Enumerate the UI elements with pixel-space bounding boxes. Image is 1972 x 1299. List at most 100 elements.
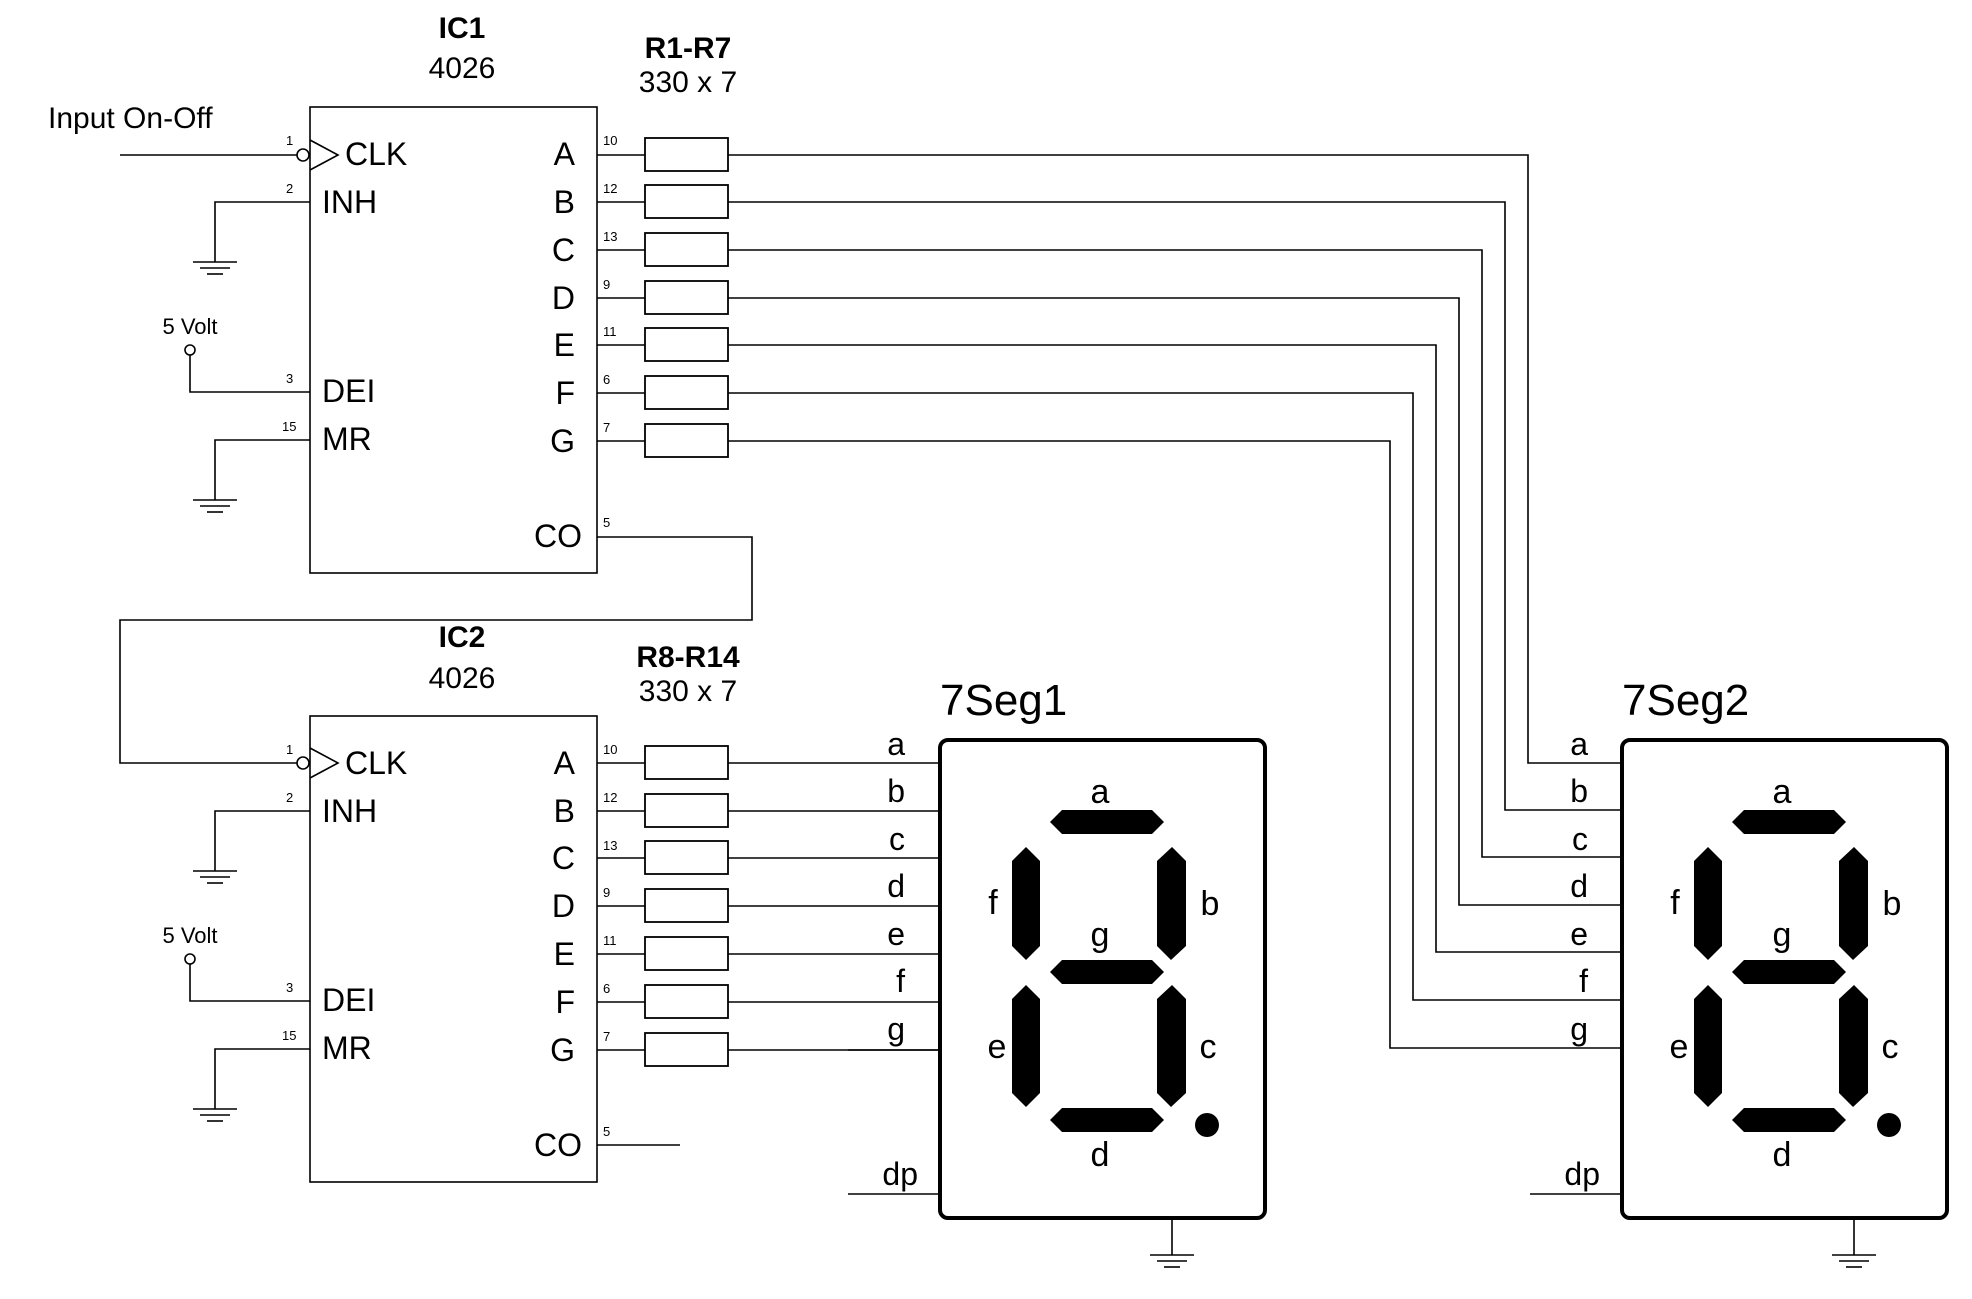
ic2-output-wires bbox=[597, 762, 940, 1146]
7seg2-segment-g bbox=[1732, 960, 1846, 984]
7seg2-label-d: d bbox=[1773, 1136, 1792, 1174]
7seg1-segment-g bbox=[1050, 960, 1164, 984]
ic1-pin11-num: 11 bbox=[603, 324, 617, 339]
ic1-clock-triangle bbox=[309, 139, 340, 171]
display-7seg1: 7Seg1 a b c d e f g dp a b c d e f g bbox=[848, 676, 1267, 1268]
7seg2-pin-f: f bbox=[1579, 963, 1588, 999]
7seg2-pin-dp: dp bbox=[1564, 1156, 1600, 1192]
7seg1-pin-dp: dp bbox=[882, 1156, 918, 1192]
ic2-part: 4026 bbox=[429, 662, 496, 695]
ic2-pin6-num: 6 bbox=[603, 981, 610, 996]
7seg1-label-c: c bbox=[1200, 1028, 1217, 1066]
ic2-pin-a-label: A bbox=[554, 745, 576, 781]
resistor-r9 bbox=[644, 793, 729, 828]
ground-icon bbox=[1150, 1254, 1194, 1268]
7seg1-pin-c: c bbox=[889, 821, 905, 857]
ic1-pin3-num: 3 bbox=[286, 371, 293, 386]
7seg2-segment-d bbox=[1732, 1108, 1846, 1132]
resistor-r3 bbox=[644, 232, 729, 267]
ic2-pin-dei-label: DEI bbox=[322, 982, 375, 1018]
7seg1-name: 7Seg1 bbox=[940, 676, 1067, 725]
ic1-pin15-num: 15 bbox=[282, 419, 296, 434]
ic1-resistor-name: R1-R7 bbox=[645, 32, 732, 65]
7seg1-label-d: d bbox=[1091, 1136, 1110, 1174]
ic2-resistor-bank bbox=[644, 745, 729, 1067]
ic1-resistor-value: 330 x 7 bbox=[639, 66, 737, 99]
ic2-resistor-value: 330 x 7 bbox=[639, 675, 737, 708]
7seg1-segment-f bbox=[1012, 847, 1040, 960]
ic2-pin12-num: 12 bbox=[603, 790, 617, 805]
ground-icon bbox=[193, 870, 237, 884]
ic2-mr-wire bbox=[214, 1048, 310, 1109]
ic1-pin-c-label: C bbox=[552, 232, 575, 268]
7seg1-segment-a bbox=[1050, 810, 1164, 834]
ic2-pin-e-label: E bbox=[554, 936, 575, 972]
resistor-r13 bbox=[644, 984, 729, 1019]
ic2-pin1-num: 1 bbox=[286, 742, 293, 757]
7seg2-segment-e bbox=[1694, 985, 1722, 1107]
ic1-inh-wire bbox=[214, 201, 310, 262]
ic2-pin-d-label: D bbox=[552, 888, 575, 924]
7seg2-name: 7Seg2 bbox=[1622, 676, 1749, 725]
ic2-name: IC2 bbox=[439, 621, 486, 654]
ic1-pin6-num: 6 bbox=[603, 372, 610, 387]
7seg2-segment-b bbox=[1839, 847, 1868, 960]
ic1-dei-wire bbox=[189, 355, 310, 393]
ic2-pin7-num: 7 bbox=[603, 1029, 610, 1044]
ic2-supply-label: 5 Volt bbox=[162, 923, 217, 948]
ic1-pin2-num: 2 bbox=[286, 181, 293, 196]
7seg2-label-g: g bbox=[1773, 916, 1792, 954]
7seg1-label-b: b bbox=[1201, 885, 1220, 923]
ic1: IC1 4026 CLK INH DEI MR 1 2 3 15 A B C D… bbox=[282, 12, 737, 574]
ic2-pin-co-label: CO bbox=[534, 1127, 582, 1163]
ic1-body bbox=[309, 106, 598, 574]
ic1-pin-inh-label: INH bbox=[322, 184, 377, 220]
supply-terminal-icon bbox=[184, 953, 196, 965]
ic1-pin-f-label: F bbox=[555, 375, 575, 411]
7seg1-label-e: e bbox=[988, 1028, 1007, 1066]
ic1-mr-wire bbox=[214, 439, 310, 500]
7seg2-label-a: a bbox=[1773, 773, 1792, 811]
ic2-pin11-num: 11 bbox=[603, 933, 617, 948]
7seg1-segment-c bbox=[1157, 985, 1186, 1107]
7seg1-label-f: f bbox=[988, 884, 998, 922]
ic1-pin9-num: 9 bbox=[603, 277, 610, 292]
ic2-pin-f-label: F bbox=[555, 984, 575, 1020]
ic2-dei-wire bbox=[189, 964, 310, 1002]
ic2-clock-bubble bbox=[296, 756, 310, 770]
7seg1-label-g: g bbox=[1091, 916, 1110, 954]
ic1-pin-dei-label: DEI bbox=[322, 373, 375, 409]
resistor-r1 bbox=[644, 137, 729, 172]
7seg1-segment-e bbox=[1012, 985, 1040, 1107]
ground-icon bbox=[1832, 1254, 1876, 1268]
resistor-r11 bbox=[644, 888, 729, 923]
resistor-r5 bbox=[644, 327, 729, 362]
ic1-resistor-bank bbox=[644, 137, 729, 458]
7seg1-segment-b bbox=[1157, 847, 1186, 960]
7seg1-pin-g: g bbox=[887, 1011, 905, 1047]
ic1-part: 4026 bbox=[429, 52, 496, 85]
resistor-r7 bbox=[644, 423, 729, 458]
ic2-pin-b-label: B bbox=[554, 793, 575, 829]
7seg2-label-f: f bbox=[1670, 884, 1680, 922]
ic1-pin-b-label: B bbox=[554, 184, 575, 220]
7seg1-body bbox=[938, 738, 1267, 1220]
ic1-supply-label: 5 Volt bbox=[162, 314, 217, 339]
7seg2-label-b: b bbox=[1883, 885, 1902, 923]
resistor-r12 bbox=[644, 936, 729, 971]
resistor-r6 bbox=[644, 375, 729, 410]
7seg1-pin-e: e bbox=[887, 916, 905, 952]
7seg2-decimal-point bbox=[1877, 1113, 1901, 1137]
ic2-pin3-num: 3 bbox=[286, 980, 293, 995]
resistor-r2 bbox=[644, 184, 729, 219]
ic1-pin-e-label: E bbox=[554, 327, 575, 363]
ic1-pin-co-label: CO bbox=[534, 518, 582, 554]
ic2-pin-mr-label: MR bbox=[322, 1030, 372, 1066]
7seg1-pin-f: f bbox=[896, 963, 905, 999]
ic2-pin2-num: 2 bbox=[286, 790, 293, 805]
7seg2-segment-f bbox=[1694, 847, 1722, 960]
resistor-r14 bbox=[644, 1032, 729, 1067]
supply-terminal-icon bbox=[184, 344, 196, 356]
ic2-pin-g-label: G bbox=[550, 1032, 575, 1068]
